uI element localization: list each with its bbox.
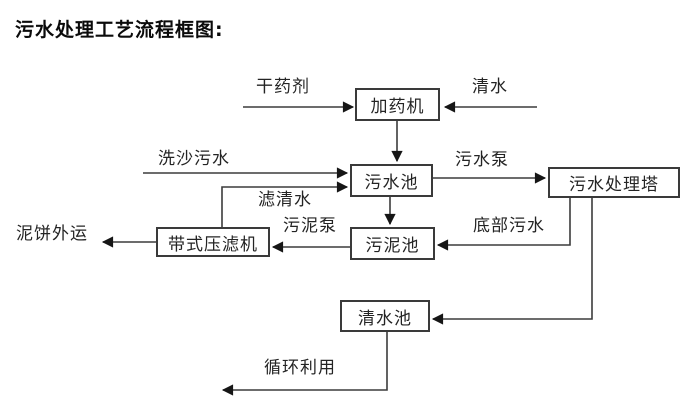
edge-bottom-sewage-to-sludge-pool-arrow — [436, 198, 571, 251]
edge-clear-pool-to-recycle-arrow — [221, 332, 388, 396]
label-sludge-pump: 污泥泵 — [283, 216, 337, 236]
label-mud-cake-out: 泥饼外运 — [16, 224, 88, 244]
page-title: 污水处理工艺流程框图: — [15, 19, 224, 41]
label-dry-chemical: 干药剂 — [256, 77, 310, 97]
node-clear-water-pool: 清水池 — [340, 300, 430, 332]
node-sludge-pool: 污泥池 — [350, 227, 435, 260]
node-sewage-pool: 污水池 — [350, 164, 433, 197]
label-sand-wash-sewage: 洗沙污水 — [158, 149, 230, 169]
label-clear-water-in: 清水 — [472, 77, 508, 97]
label-sewage-pump: 污水泵 — [455, 150, 509, 170]
node-belt-filter-press: 带式压滤机 — [156, 227, 270, 257]
node-treatment-tower: 污水处理塔 — [548, 167, 680, 198]
label-recycle-use: 循环利用 — [264, 358, 336, 378]
label-filtered-water: 滤清水 — [258, 190, 312, 210]
edge-tower-to-clear-pool-arrow — [431, 198, 593, 325]
edge-filtered-water-to-sewage-pool-arrow — [221, 181, 349, 227]
node-dosing-machine: 加药机 — [355, 88, 440, 121]
label-bottom-sewage: 底部污水 — [473, 216, 545, 236]
